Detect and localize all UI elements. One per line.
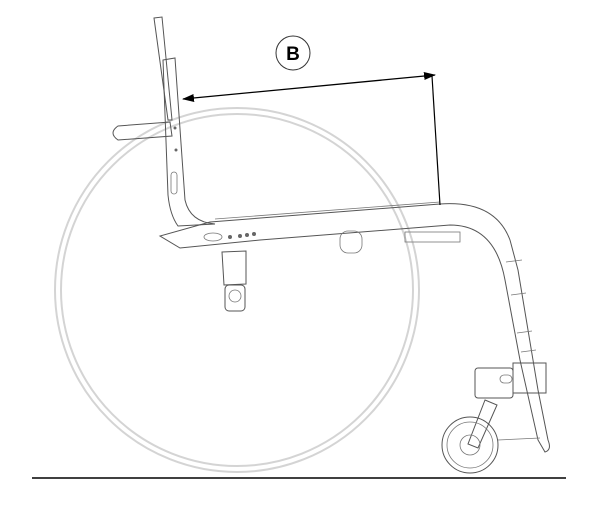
extension-line — [431, 75, 441, 206]
dimension-label: B — [286, 44, 300, 65]
caster-assembly — [441, 362, 547, 474]
push-handle — [112, 121, 173, 141]
axle-bracket — [221, 250, 247, 312]
dimension-label-circle — [275, 35, 311, 71]
seat-frame — [158, 201, 550, 453]
dimension-arrow — [182, 72, 436, 102]
backrest-post — [153, 16, 216, 227]
rear-wheel — [54, 107, 420, 473]
dimension-b: B — [182, 35, 441, 206]
